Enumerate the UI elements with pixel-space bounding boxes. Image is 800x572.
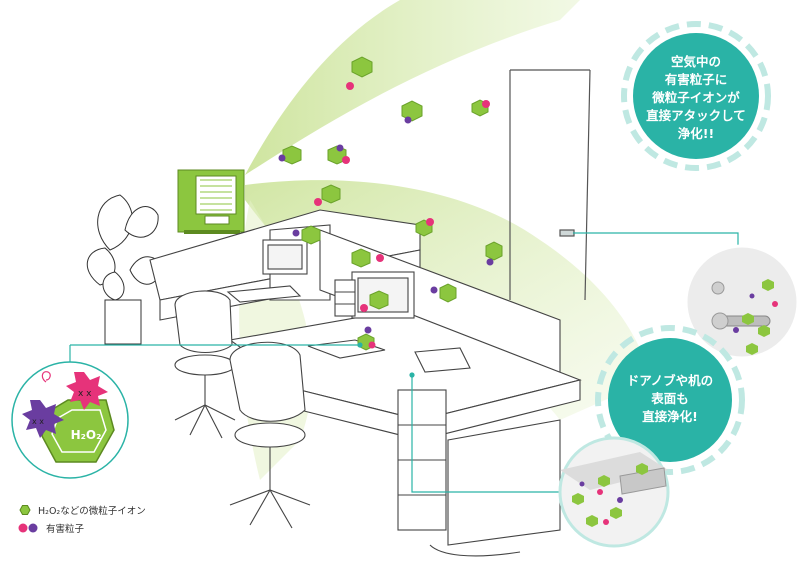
ion-hexagon-icon bbox=[19, 505, 31, 515]
callout-air-text: 空気中の 有害粒子に 微粒子イオンが 直接アタックして 浄化!! bbox=[646, 53, 746, 142]
legend-ion: H₂O₂などの微粒子イオン bbox=[18, 503, 146, 517]
harmful-particle-icon bbox=[18, 523, 38, 533]
molecule-illustration: x x x x bbox=[11, 361, 129, 479]
monitors bbox=[226, 239, 471, 373]
potted-plant bbox=[86, 194, 163, 345]
legend-ion-label: H₂O₂などの微粒子イオン bbox=[38, 506, 146, 517]
office-chairs bbox=[174, 290, 311, 529]
door-handle-inset bbox=[684, 244, 800, 360]
molecule-label: H₂O₂ bbox=[70, 428, 102, 442]
harmful-particle-purple: x x bbox=[22, 400, 64, 438]
legend-harmful-label: 有害粒子 bbox=[46, 524, 85, 535]
callout-circle-bottom bbox=[595, 325, 745, 475]
svg-text:x x: x x bbox=[78, 389, 92, 399]
ion-particles bbox=[282, 56, 503, 351]
airflow-beam-upper bbox=[245, 0, 580, 175]
air-purifier bbox=[177, 169, 245, 234]
callout-circle-top bbox=[621, 21, 771, 171]
harmful-particle-pink: x x bbox=[66, 372, 108, 410]
callout-surface-text: ドアノブや机の 表面も 直接浄化! bbox=[626, 372, 714, 425]
connector-lines bbox=[69, 232, 739, 493]
door bbox=[509, 69, 591, 301]
desk-surface-inset bbox=[558, 436, 670, 548]
swirl-icon bbox=[41, 371, 51, 383]
harmful-particles bbox=[278, 82, 494, 349]
svg-text:x x: x x bbox=[32, 417, 44, 426]
legend-harmful: 有害粒子 bbox=[18, 521, 84, 535]
